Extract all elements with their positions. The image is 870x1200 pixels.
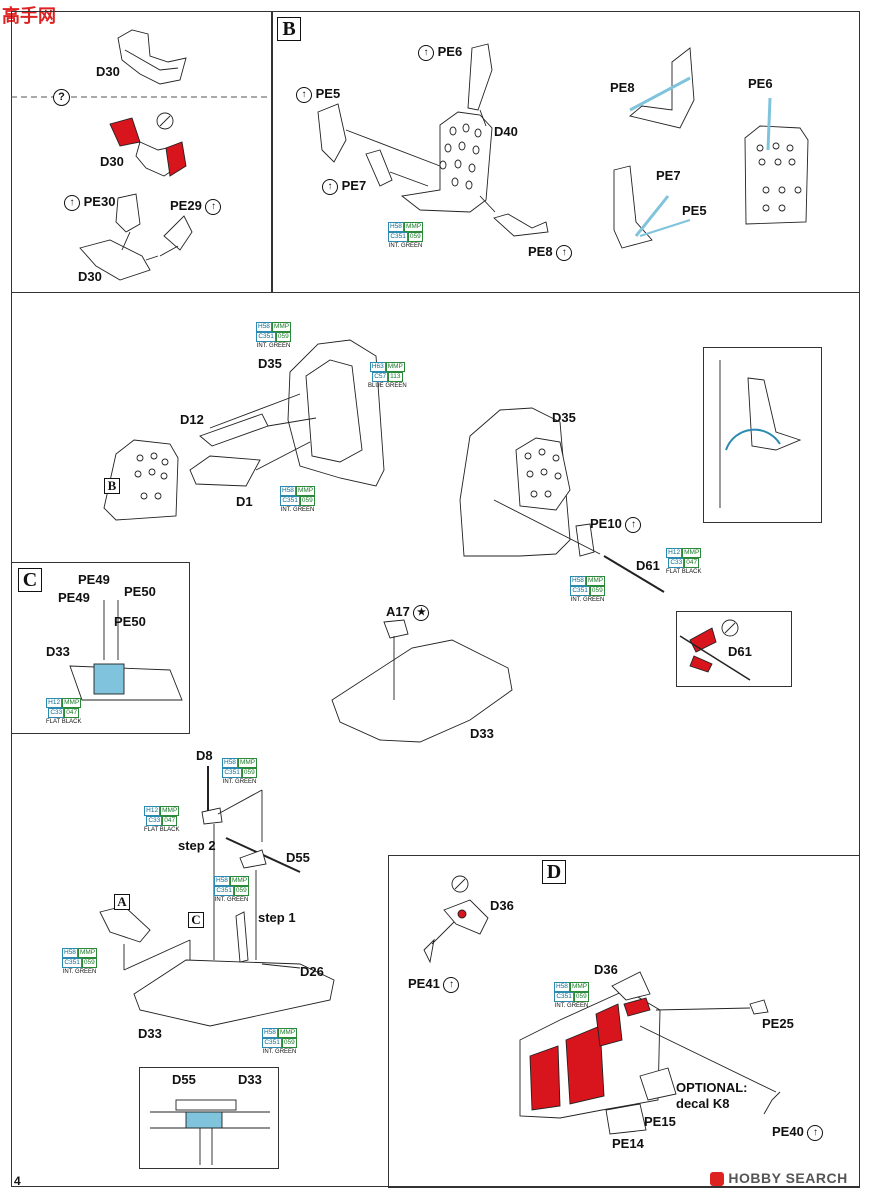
label-detail-d55: D55 [172, 1072, 196, 1087]
label-pe41: PE41 ↑ [408, 976, 460, 993]
label-pe50-b: PE50 [114, 614, 146, 629]
rotate-arrow-icon: ↑ [625, 516, 642, 533]
label-pe50-a: PE50 [124, 584, 156, 599]
step-panel-main [11, 291, 860, 1187]
label-pe5-right: PE5 [682, 203, 707, 218]
ref-letter-a: A [114, 894, 130, 910]
label-d33-lower: D33 [138, 1026, 162, 1041]
label-pe8-right: PE8 [610, 80, 635, 95]
label-step1: step 1 [258, 910, 296, 925]
label-d1: D1 [236, 494, 253, 509]
step-letter-d: D [542, 860, 566, 884]
label-d61-detail: D61 [728, 644, 752, 659]
footer-brand: HOBBY SEARCH [710, 1170, 848, 1187]
step-letter-b: B [277, 17, 301, 41]
label-d8: D8 [196, 748, 213, 763]
step-panel-b [271, 11, 860, 293]
label-d33-right: D33 [470, 726, 494, 741]
label-d12: D12 [180, 412, 204, 427]
rotate-arrow-icon: ↑ [296, 86, 312, 103]
page-number: 4 [14, 1174, 21, 1188]
ref-letter-c: C [188, 912, 204, 928]
step-panel-c [11, 562, 190, 734]
label-d26: D26 [300, 964, 324, 979]
rotate-arrow-icon: ↑ [322, 178, 338, 195]
detail-box-d55 [139, 1067, 279, 1169]
label-d35: D35 [258, 356, 282, 371]
label-step2: step 2 [178, 838, 216, 853]
label-d35-right: D35 [552, 410, 576, 425]
label-pe5: ↑ PE5 [296, 86, 340, 103]
label-detail-d33: D33 [238, 1072, 262, 1087]
label-d40: D40 [494, 124, 518, 139]
label-pe49-b: PE49 [58, 590, 90, 605]
brand-logo-icon [710, 1172, 724, 1187]
detail-box-d61 [676, 611, 792, 687]
label-optional: OPTIONAL: [676, 1080, 748, 1095]
label-d55: D55 [286, 850, 310, 865]
label-pe40: PE40 ↑ [772, 1124, 824, 1141]
label-pe29: PE29 ↑ [170, 198, 222, 215]
ref-letter-b: B [104, 478, 120, 494]
label-pe7-right: PE7 [656, 168, 681, 183]
label-pe6: ↑ PE6 [418, 44, 462, 61]
label-pe6-right: PE6 [748, 76, 773, 91]
label-d30-mid: D30 [100, 154, 124, 169]
label-pe15: PE15 [644, 1114, 676, 1129]
rotate-arrow-icon: ↑ [64, 194, 80, 211]
rotate-arrow-icon: ↑ [205, 198, 222, 215]
label-pe25: PE25 [762, 1016, 794, 1031]
step-letter-c: C [18, 568, 42, 592]
rotate-arrow-icon: ↑ [418, 44, 434, 61]
label-pe8: PE8 ↑ [528, 244, 573, 261]
label-d36-b: D36 [594, 962, 618, 977]
label-d33-c: D33 [46, 644, 70, 659]
star-icon: ★ [413, 604, 430, 621]
label-d36-a: D36 [490, 898, 514, 913]
label-pe10: PE10 ↑ [590, 516, 642, 533]
detail-box-seat [703, 347, 822, 523]
step-panel-top-left [11, 11, 273, 293]
label-d61: D61 [636, 558, 660, 573]
label-decal-k8: decal K8 [676, 1096, 730, 1111]
step-panel-d [388, 855, 860, 1188]
rotate-arrow-icon: ↑ [443, 976, 460, 993]
label-d30-top: D30 [96, 64, 120, 79]
label-pe49-a: PE49 [78, 572, 110, 587]
label-pe14: PE14 [612, 1136, 644, 1151]
label-pe30: ↑ PE30 [64, 194, 115, 211]
question-icon: ? [53, 89, 70, 106]
label-pe7: ↑ PE7 [322, 178, 366, 195]
rotate-arrow-icon: ↑ [556, 244, 573, 261]
rotate-arrow-icon: ↑ [807, 1124, 824, 1141]
label-d30-bottom: D30 [78, 269, 102, 284]
label-a17: A17 ★ [386, 604, 430, 621]
